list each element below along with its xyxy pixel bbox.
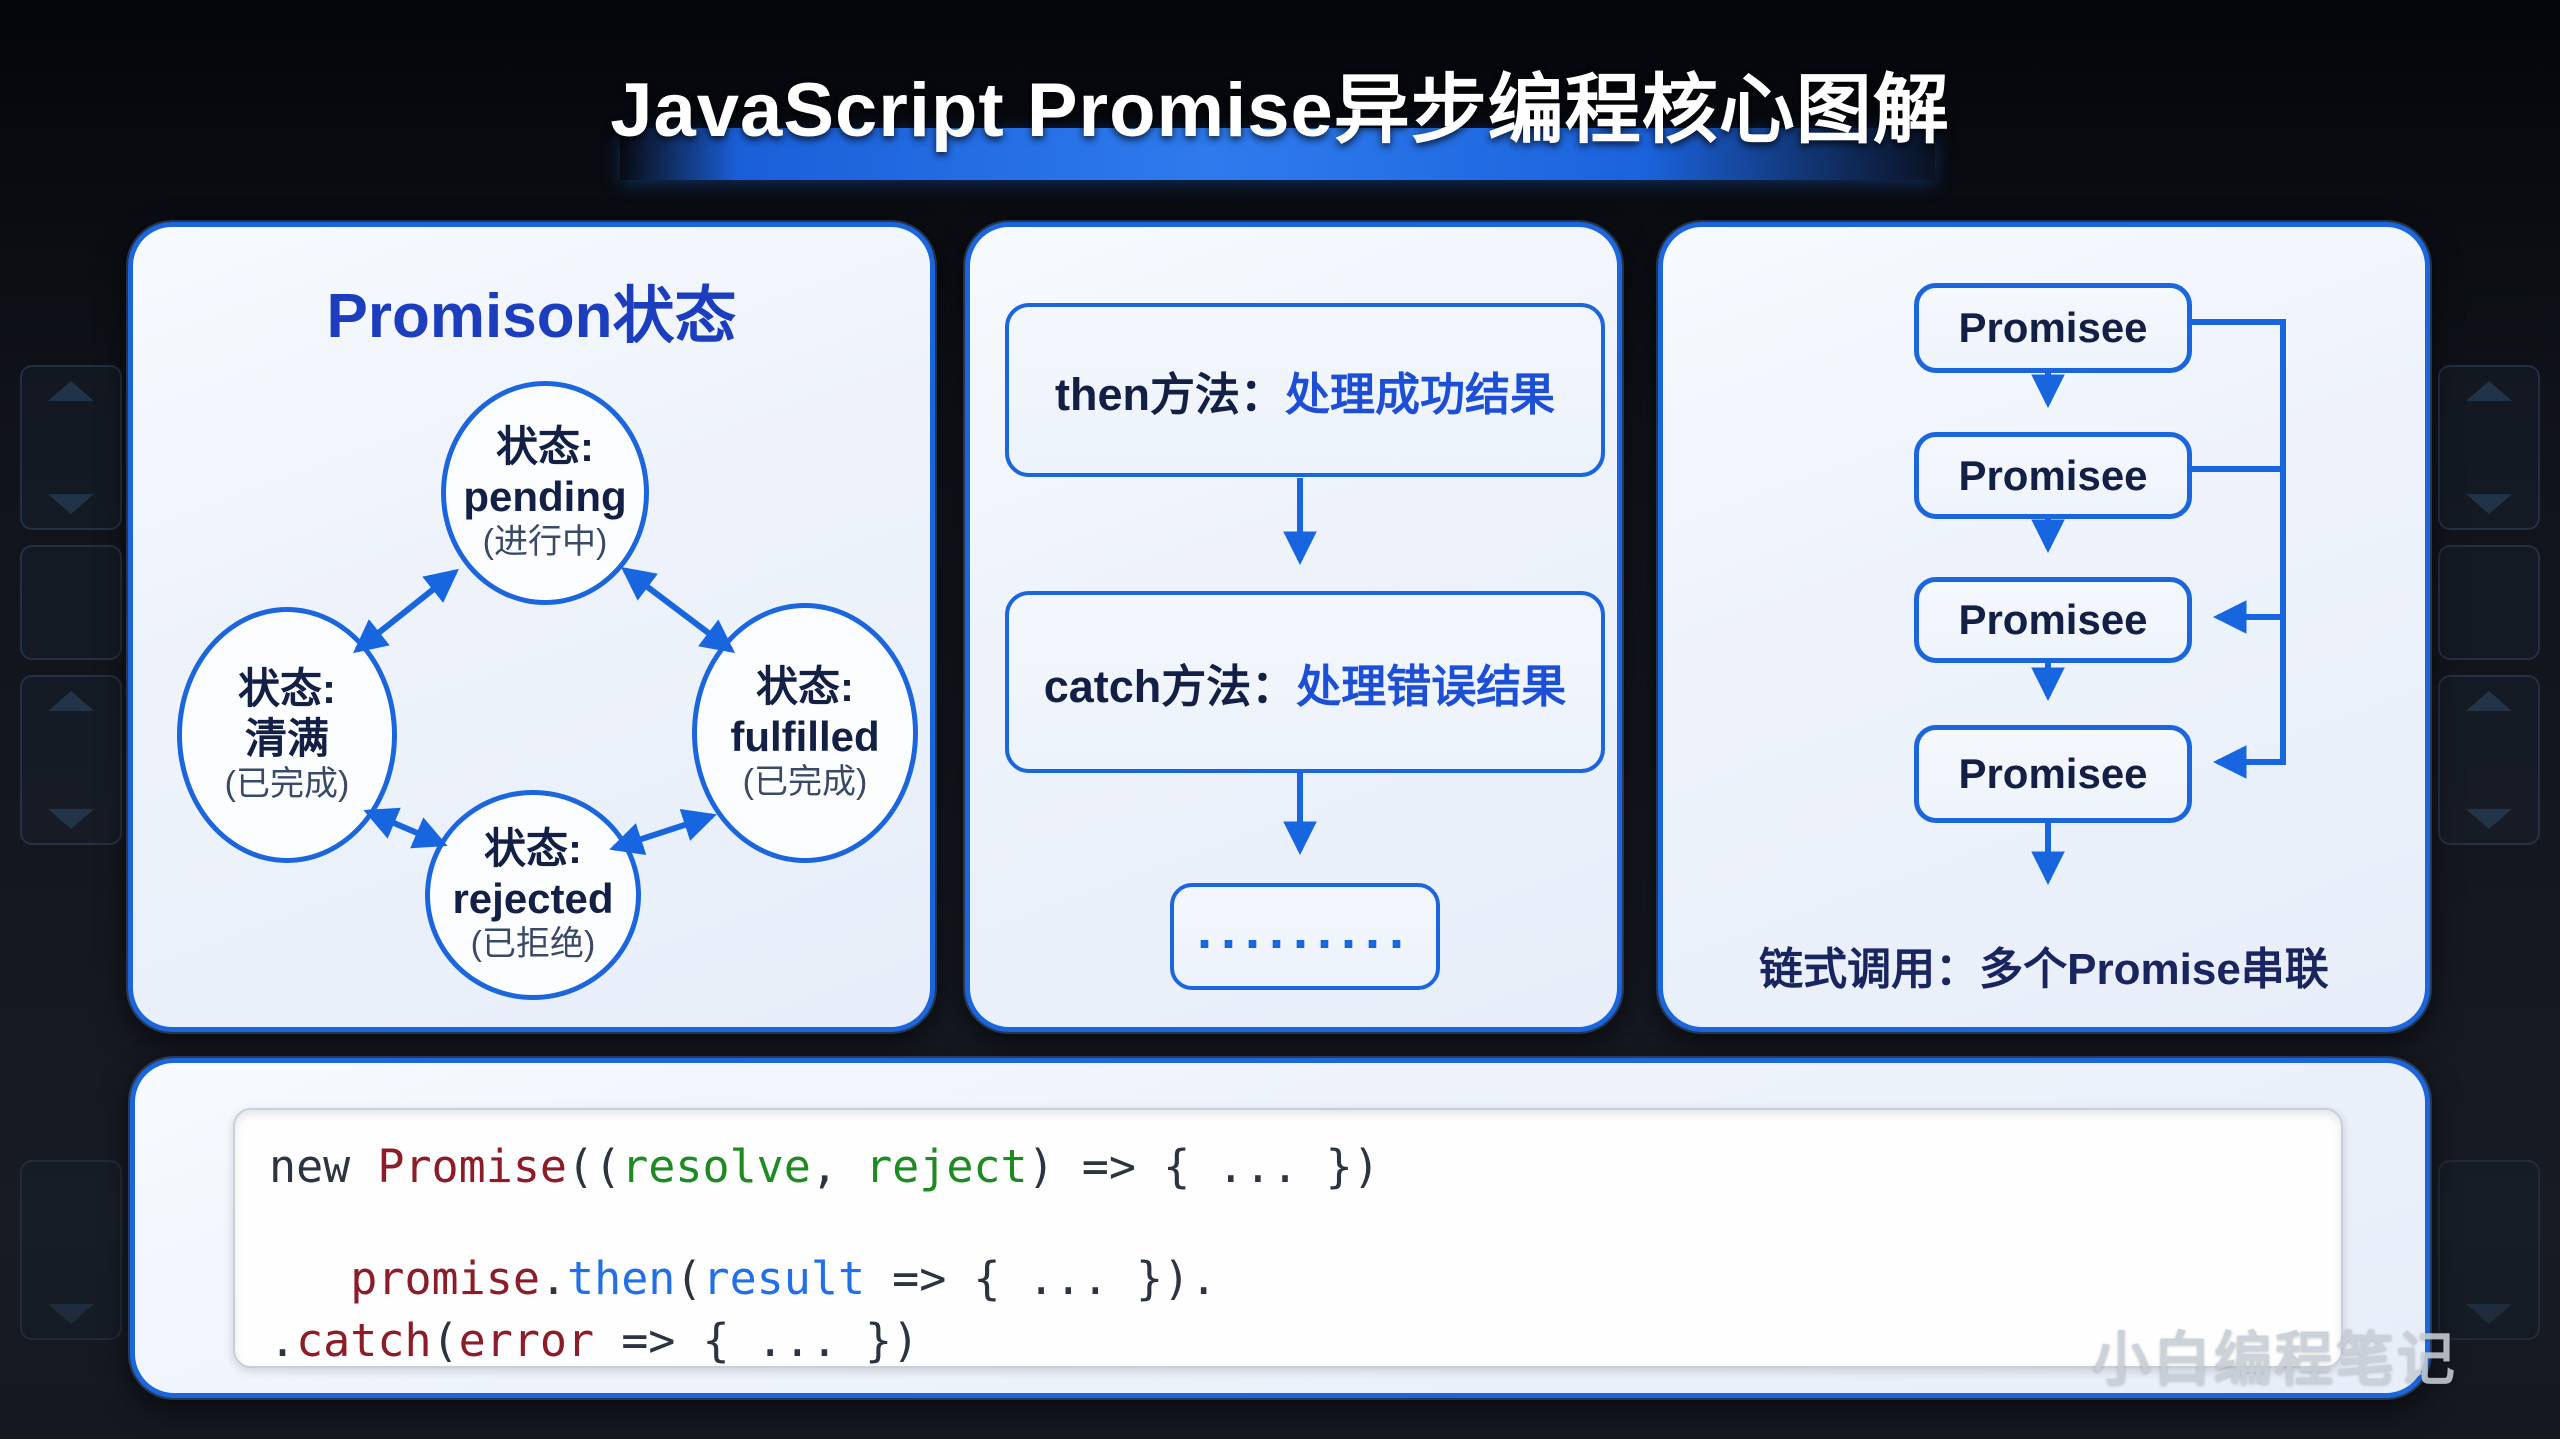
down-triangle-icon: [2466, 494, 2512, 514]
up-triangle-icon: [48, 381, 94, 401]
code-object: promise: [350, 1252, 540, 1305]
state-value: 清满: [244, 714, 329, 762]
state-note: (已完成): [742, 763, 868, 802]
state-value: rejected: [452, 874, 614, 922]
code-punct: ) => { ... }): [1027, 1140, 1380, 1193]
code-punct: => { ... }): [594, 1314, 920, 1367]
state-circle-rejected: 状态: rejected (已拒绝): [425, 790, 641, 1000]
promise-chain-box: Promisee: [1914, 283, 2192, 373]
side-widget: [2438, 1160, 2540, 1340]
promise-chain-box: Promisee: [1914, 577, 2192, 663]
code-punct: ((: [567, 1140, 622, 1193]
then-method-desc: 处理成功结果: [1284, 368, 1555, 420]
code-panel: new Promise((resolve, reject) => { ... }…: [130, 1058, 2430, 1398]
side-widget: [20, 365, 122, 530]
state-note: (已完成): [224, 765, 350, 804]
states-panel-title: Promison状态: [326, 282, 737, 351]
state-circle-pending: 状态: pending (进行中): [441, 381, 649, 605]
down-triangle-icon: [48, 494, 94, 514]
state-value: pending: [463, 472, 627, 520]
code-punct: .: [269, 1314, 297, 1367]
state-label: 状态:: [756, 663, 854, 711]
code-method: then: [567, 1252, 676, 1305]
code-line-2: promise.then(result => { ... }).: [269, 1252, 1217, 1305]
state-label: 状态:: [496, 423, 594, 471]
code-arg: result: [702, 1252, 866, 1305]
then-method-box: then方法： 处理成功结果: [1005, 303, 1605, 477]
down-triangle-icon: [48, 809, 94, 829]
state-label: 状态:: [484, 825, 582, 873]
watermark: 小白编程笔记: [2092, 1327, 2459, 1392]
state-circle-done: 状态: 清满 (已完成): [177, 607, 397, 863]
code-method: catch: [296, 1314, 432, 1367]
code-arg: resolve: [621, 1140, 811, 1193]
promise-chain-box: Promisee: [1914, 432, 2192, 519]
code-indent: [269, 1252, 350, 1305]
methods-panel: then方法： 处理成功结果 catch方法： 处理错误结果 .........: [965, 222, 1622, 1032]
code-arg: reject: [865, 1140, 1028, 1193]
state-value: fulfilled: [730, 712, 880, 760]
states-panel: Promison状态 状态: pending (进行中) 状态: 清满 (已完成…: [128, 222, 935, 1032]
code-line-1: new Promise((resolve, reject) => { ... }…: [269, 1140, 1380, 1193]
up-triangle-icon: [48, 691, 94, 711]
page-title: JavaScript Promise异步编程核心图解: [610, 68, 1950, 153]
side-widget: [2438, 365, 2540, 530]
down-triangle-icon: [2466, 1304, 2512, 1324]
chain-caption: 链式调用：多个Promise串联: [1759, 945, 2329, 994]
code-punct: => { ... }).: [865, 1252, 1218, 1305]
up-triangle-icon: [2466, 691, 2512, 711]
catch-method-box: catch方法： 处理错误结果: [1005, 591, 1605, 773]
code-line-3: .catch(error => { ... }): [269, 1314, 919, 1367]
title-highlight-band: [620, 128, 1935, 180]
code-keyword: new: [269, 1140, 378, 1193]
side-widget: [2438, 545, 2540, 660]
chain-panel: Promisee Promisee Promisee Promisee 链式调用…: [1658, 222, 2430, 1032]
side-widget: [20, 545, 122, 660]
promise-chain-box: Promisee: [1914, 725, 2192, 823]
code-arg: error: [458, 1314, 595, 1367]
side-widget: [2438, 675, 2540, 845]
catch-method-label: catch方法：: [1043, 660, 1297, 712]
side-widget: [20, 675, 122, 845]
up-triangle-icon: [2466, 381, 2512, 401]
down-triangle-icon: [2466, 809, 2512, 829]
ellipsis-box: .........: [1170, 883, 1440, 990]
side-widget: [20, 1160, 122, 1340]
code-punct: .: [539, 1252, 568, 1305]
state-note: (已拒绝): [470, 925, 596, 964]
down-triangle-icon: [48, 1304, 94, 1324]
code-punct: (: [431, 1314, 459, 1367]
code-block: new Promise((resolve, reject) => { ... }…: [233, 1108, 2343, 1368]
state-note: (进行中): [482, 523, 608, 562]
code-punct: (: [675, 1252, 703, 1305]
state-circle-fulfilled: 状态: fulfilled (已完成): [692, 603, 918, 863]
state-label: 状态:: [238, 665, 336, 713]
catch-method-desc: 处理错误结果: [1296, 660, 1567, 712]
code-class: Promise: [377, 1140, 568, 1193]
then-method-label: then方法：: [1054, 368, 1285, 420]
code-punct: ,: [810, 1140, 866, 1193]
